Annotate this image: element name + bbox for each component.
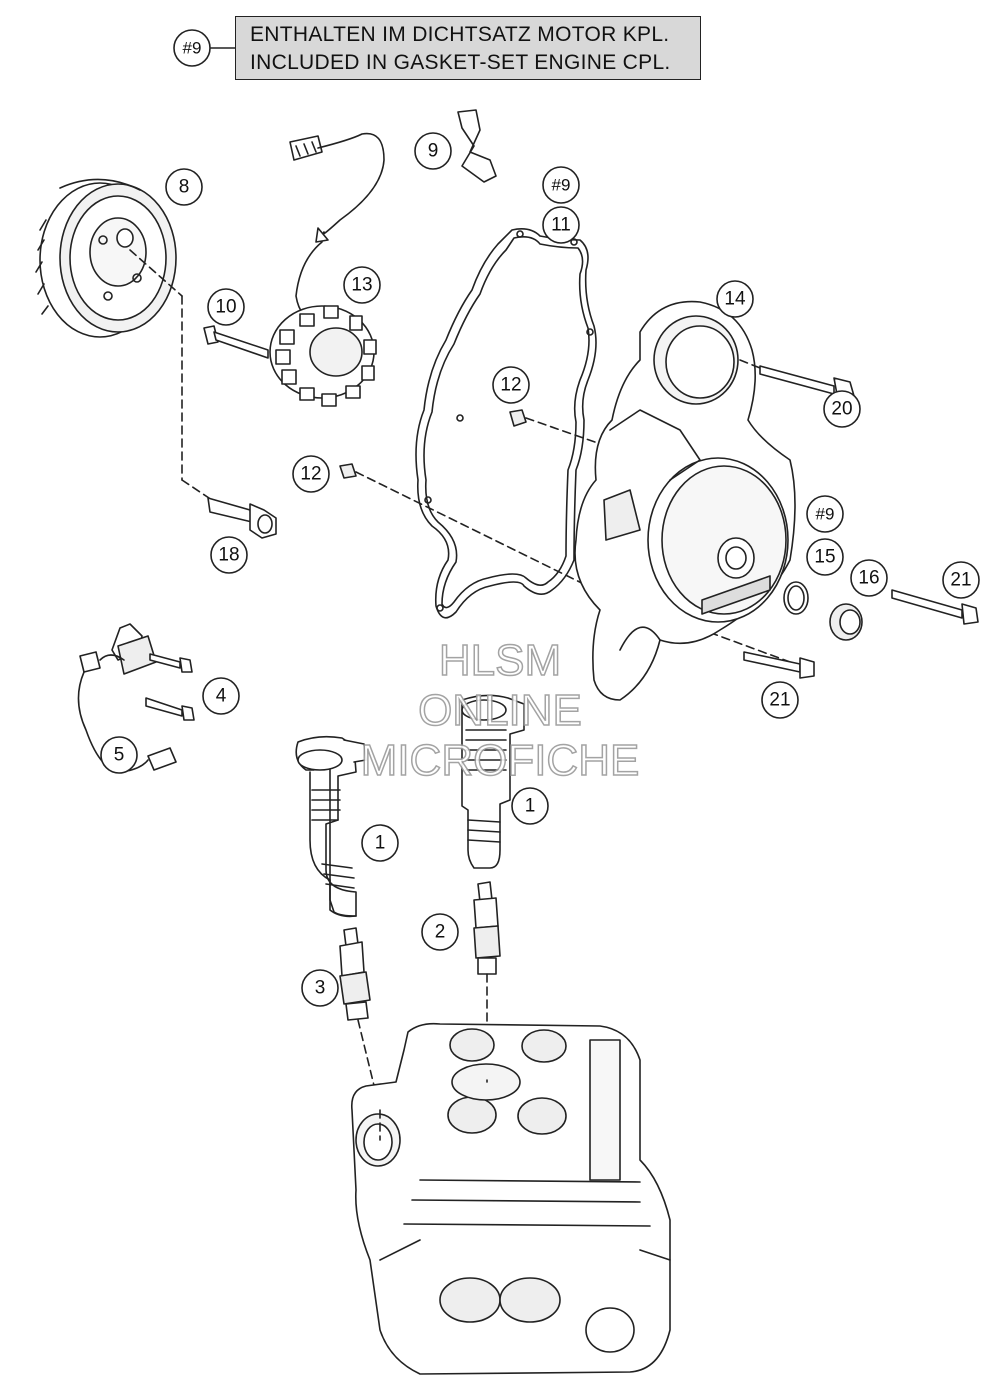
flywheel-icon [35, 178, 177, 338]
callout-9-ref-b[interactable] [806, 495, 844, 533]
callout-label: 9 [428, 141, 439, 162]
watermark-line-2: ONLINE [417, 685, 582, 736]
callout-10[interactable] [207, 288, 245, 326]
callout-11[interactable] [542, 206, 580, 244]
callout-1-b[interactable] [361, 824, 399, 862]
callout-5[interactable] [100, 736, 138, 774]
callout-label: 3 [315, 978, 326, 999]
callout-label: 12 [300, 464, 321, 485]
spark-plug-icon [339, 927, 371, 1021]
ignition-cover-icon [574, 300, 796, 701]
callout-label: #9 [183, 39, 202, 58]
callout-16[interactable] [850, 559, 888, 597]
callout-4[interactable] [202, 677, 240, 715]
callout-label: 14 [724, 289, 746, 310]
callout-label: #9 [816, 505, 835, 524]
callout-12-a[interactable] [492, 366, 530, 404]
callout-label: 21 [769, 690, 790, 711]
stator-bolt-icon [203, 325, 269, 359]
watermark-line-1: HLSM [438, 635, 562, 686]
callout-8[interactable] [165, 168, 203, 206]
watermark-line-3: MICROFICHE [360, 735, 640, 786]
callout-label: 4 [216, 686, 227, 707]
callout-18[interactable] [210, 536, 248, 574]
callout-1-a[interactable] [511, 787, 549, 825]
callout-label: 10 [215, 297, 236, 318]
callout-14[interactable] [716, 280, 754, 318]
callout-label: 20 [831, 399, 852, 420]
callout-3[interactable] [301, 969, 339, 1007]
gasket-set-note: ENTHALTEN IM DICHTSATZ MOTOR KPL. INCLUD… [235, 16, 701, 80]
callout-20[interactable] [823, 390, 861, 428]
callout-21-a[interactable] [942, 561, 980, 599]
callout-label: 21 [950, 570, 971, 591]
cover-bolt-21b-icon [743, 651, 815, 679]
callout-13[interactable] [343, 266, 381, 304]
callout-9-ref-note[interactable] [173, 29, 211, 67]
spark-plug-2-icon [473, 881, 501, 975]
callout-label: 5 [114, 745, 125, 766]
callout-label: 18 [218, 545, 239, 566]
callout-15[interactable] [806, 538, 844, 576]
flywheel-bolt-icon [207, 497, 277, 539]
callout-21-b[interactable] [761, 681, 799, 719]
plug-screw-icon [829, 603, 863, 641]
callout-9-ref-a[interactable] [542, 166, 580, 204]
callout-label: 1 [525, 796, 536, 817]
callout-9[interactable] [414, 132, 452, 170]
cable-clip-icon [457, 109, 497, 183]
callout-12-b[interactable] [292, 455, 330, 493]
callout-label: 2 [435, 922, 446, 943]
note-line-english: INCLUDED IN GASKET-SET ENGINE CPL. [250, 51, 671, 74]
o-ring-icon [783, 581, 809, 615]
sensor-screw-icon [145, 653, 195, 721]
callout-label: 12 [500, 375, 521, 396]
ignition-coil-2-icon [461, 694, 525, 869]
callout-label: 8 [179, 177, 190, 198]
callout-label: 13 [351, 275, 372, 296]
sensor-icon [77, 623, 177, 773]
stator-icon [269, 132, 385, 407]
cylinder-head-icon [350, 1022, 671, 1375]
flywheel-axis-line [129, 249, 183, 297]
callout-label: 16 [858, 568, 879, 589]
dowel-pin-icon [339, 409, 527, 479]
callout-label: #9 [552, 176, 571, 195]
callout-label: 11 [551, 215, 571, 236]
callout-2[interactable] [421, 913, 459, 951]
callout-label: 15 [814, 547, 835, 568]
note-line-german: ENTHALTEN IM DICHTSATZ MOTOR KPL. [250, 23, 670, 46]
callout-label: 1 [375, 833, 386, 854]
ignition-coil-icon [295, 735, 367, 918]
cover-bolt-21-icon [891, 589, 979, 625]
gasket-icon [415, 228, 597, 619]
